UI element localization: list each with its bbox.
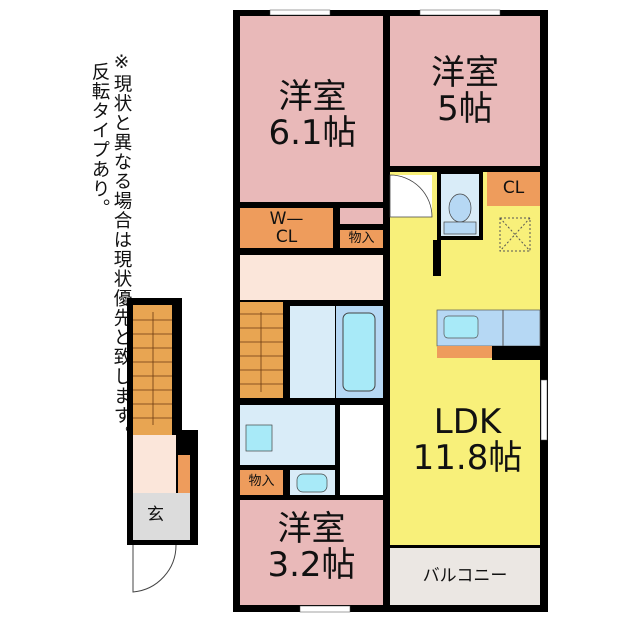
storage-top bbox=[340, 230, 383, 248]
label-entrance: 玄 bbox=[147, 505, 164, 525]
room-western-3-2 bbox=[240, 500, 383, 605]
label-storage-top: 物入 bbox=[348, 231, 375, 246]
toilet-icon-2 bbox=[296, 473, 328, 493]
hallway bbox=[240, 255, 383, 300]
stairs bbox=[240, 302, 283, 398]
room-western-6-1 bbox=[240, 16, 383, 202]
dressing-room bbox=[290, 306, 335, 398]
window bbox=[419, 9, 501, 16]
balcony bbox=[390, 548, 540, 605]
window bbox=[269, 9, 331, 16]
bathtub-icon bbox=[342, 312, 376, 392]
sink-icon bbox=[443, 315, 479, 339]
label-balcony: バルコニー bbox=[422, 566, 508, 586]
label-wcl: W—CL bbox=[269, 209, 304, 247]
walk-in-closet bbox=[240, 208, 333, 248]
window bbox=[540, 379, 548, 441]
room-western-5 bbox=[390, 16, 540, 166]
disclaimer-note: ※現状と異なる場合は現状優先と致します。 反転タイプあり。 bbox=[88, 52, 132, 445]
note-line-2: 反転タイプあり。 bbox=[89, 62, 110, 218]
note-line-1: ※現状と異なる場合は現状優先と致します。 bbox=[111, 52, 132, 445]
toilet-icon bbox=[448, 193, 472, 223]
closet-cl bbox=[487, 172, 540, 206]
washbasin-icon bbox=[245, 424, 273, 452]
attic-hatch-icon bbox=[499, 217, 531, 252]
entrance-door[interactable] bbox=[132, 544, 177, 593]
entrance-genkan bbox=[133, 493, 190, 540]
window bbox=[299, 605, 351, 613]
entrance-stairs bbox=[133, 305, 172, 435]
door-swing bbox=[389, 174, 433, 218]
label-cl: CL bbox=[502, 178, 525, 198]
storage-bottom bbox=[240, 470, 283, 495]
label-storage-bottom: 物入 bbox=[248, 474, 275, 489]
